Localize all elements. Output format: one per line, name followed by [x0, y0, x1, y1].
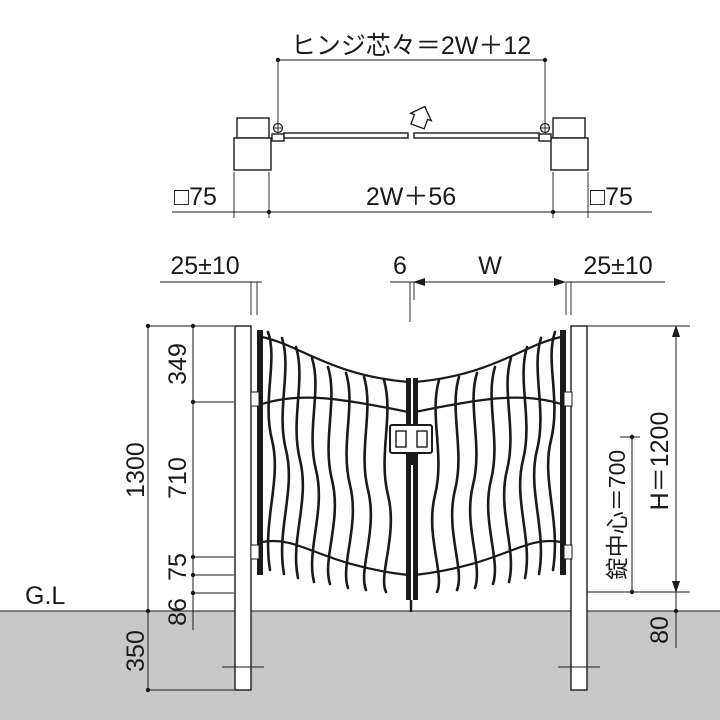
ground-area: [0, 611, 720, 720]
plan-view: ヒンジ芯々＝2W＋12: [172, 32, 652, 218]
right-clearance-label: 25±10: [583, 252, 652, 280]
left-vertical-dimensions: 1300 349 710 75 86 350: [122, 323, 234, 693]
ground-gap-label: 80: [646, 616, 674, 644]
bottom-gap-label: 86: [164, 598, 192, 626]
right-post: [558, 325, 600, 691]
gap-label: 6: [393, 252, 407, 280]
embed-depth-label: 350: [122, 630, 150, 672]
upper-segment-label: 349: [164, 343, 192, 385]
elevation-top-dimensions: 25±10 6 W 25±10: [160, 252, 665, 322]
right-post-size-label: □75: [590, 183, 633, 211]
ground-line-label: G.L: [25, 582, 65, 610]
plan-right-leaf: [413, 132, 540, 139]
middle-segment-label: 710: [164, 457, 192, 499]
overall-width-label: 2W＋56: [366, 183, 456, 211]
total-height-label: 1300: [122, 442, 150, 498]
leaf-width-label: W: [478, 252, 502, 280]
plan-left-post: [233, 117, 285, 171]
right-gate-leaf: [413, 330, 573, 600]
left-post: [222, 325, 264, 691]
lock-handle-icon: [389, 424, 433, 612]
left-clearance-label: 25±10: [170, 252, 239, 280]
gate-height-label: H＝1200: [646, 412, 674, 511]
opening-direction-icon: [408, 105, 433, 130]
lock-center-label: 錠中心＝700: [604, 450, 630, 580]
plan-left-leaf: [283, 132, 409, 139]
lower-segment-label: 75: [164, 553, 192, 581]
right-vertical-dimensions: H＝1200 錠中心＝700 80: [587, 325, 690, 648]
left-post-size-label: □75: [174, 183, 217, 211]
plan-right-post: [538, 117, 589, 171]
left-gate-leaf: [250, 330, 411, 600]
hinge-center-label: ヒンジ芯々＝2W＋12: [291, 32, 531, 60]
